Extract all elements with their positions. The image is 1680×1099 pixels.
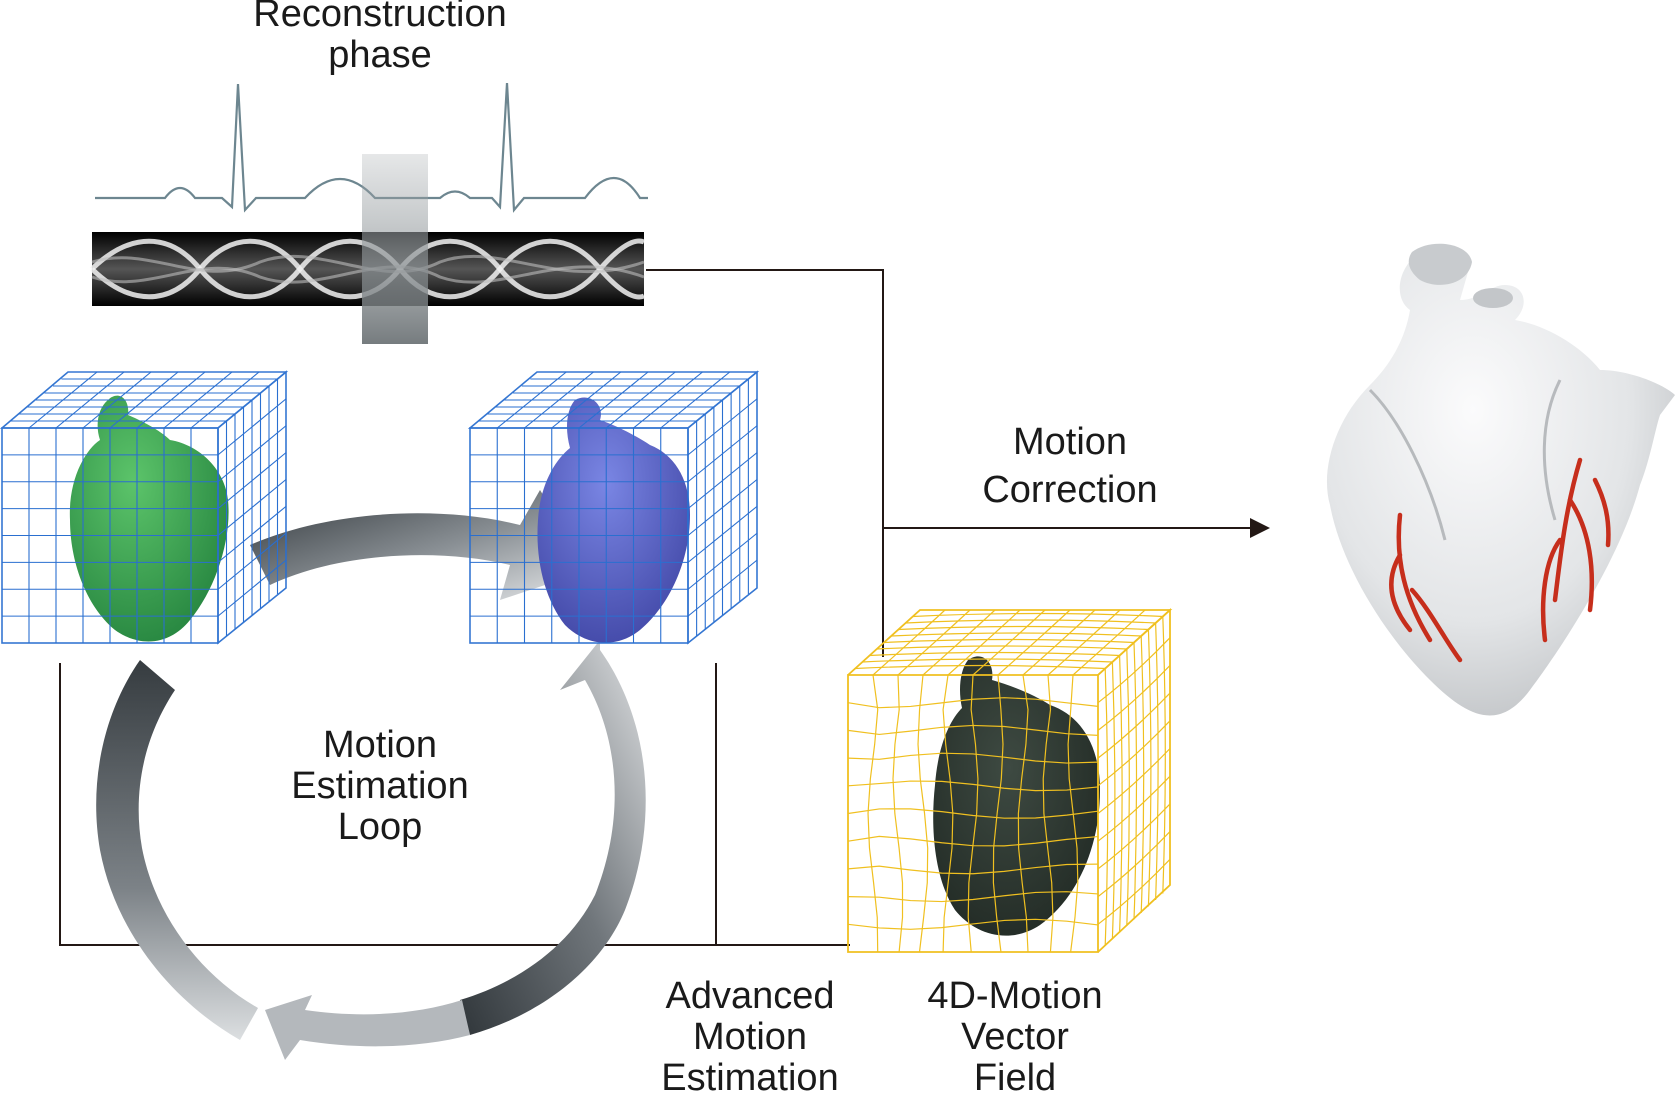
circular-loop-arrow <box>96 490 646 1060</box>
motion-correction-label: Motion Correction <box>982 421 1158 511</box>
blue-heart-volume <box>467 370 760 645</box>
deformed-heart-volume <box>847 607 1173 953</box>
motion-estimation-loop-label: Motion Estimation Loop <box>291 724 469 848</box>
green-heart-volume <box>0 370 289 645</box>
motion-correction-arrowhead <box>1250 518 1270 538</box>
reconstruction-phase-label: Reconstruction phase <box>253 0 507 76</box>
corrected-heart-render <box>1326 243 1675 716</box>
vector-field-label: 4D-Motion Vector Field <box>927 975 1103 1099</box>
phase-window-bar <box>362 154 428 344</box>
advanced-motion-estimation-label: Advanced Motion Estimation <box>661 975 839 1099</box>
